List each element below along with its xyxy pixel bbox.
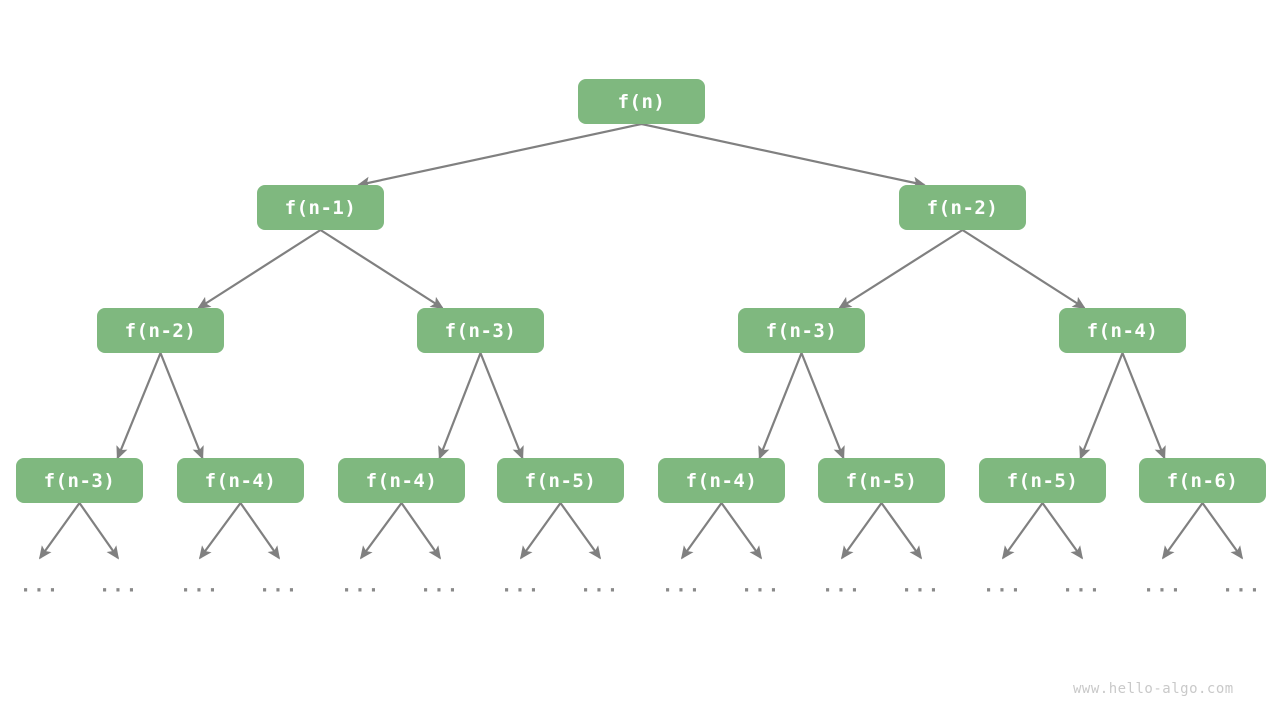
tree-node: f(n-4) — [177, 458, 304, 503]
tree-node: f(n-1) — [257, 185, 384, 230]
leaf-stub-edge — [239, 502, 281, 560]
tree-node: f(n-3) — [738, 308, 865, 353]
leaf-stub-edge — [680, 502, 723, 560]
tree-edge — [319, 229, 444, 309]
tree-node: f(n-5) — [497, 458, 624, 503]
ellipsis-marker: ... — [740, 574, 782, 597]
tree-edge — [1121, 352, 1166, 460]
ellipsis-marker: ... — [500, 574, 542, 597]
leaf-stub-edge — [559, 502, 602, 560]
tree-node: f(n-5) — [979, 458, 1106, 503]
tree-node: f(n-2) — [97, 308, 224, 353]
ellipsis-marker: ... — [661, 574, 703, 597]
tree-edge — [438, 352, 482, 460]
tree-node: f(n-3) — [16, 458, 143, 503]
leaf-stub-edge — [400, 502, 442, 560]
ellipsis-marker: ... — [821, 574, 863, 597]
ellipsis-marker: ... — [982, 574, 1024, 597]
leaf-stub-edge — [720, 502, 763, 560]
tree-edge — [197, 229, 322, 309]
tree-node: f(n-4) — [338, 458, 465, 503]
ellipsis-marker: ... — [579, 574, 621, 597]
leaf-stub-edge — [198, 502, 242, 560]
leaf-stub-edge — [359, 502, 403, 560]
ellipsis-marker: ... — [258, 574, 300, 597]
tree-node: f(n-2) — [899, 185, 1026, 230]
tree-edge — [116, 352, 162, 460]
tree-node: f(n-5) — [818, 458, 945, 503]
tree-edge — [961, 229, 1086, 309]
ellipsis-marker: ... — [19, 574, 61, 597]
tree-edge — [1079, 352, 1124, 460]
tree-edge — [838, 229, 964, 309]
watermark: www.hello-algo.com — [1073, 681, 1234, 697]
leaf-stub-edge — [1001, 502, 1044, 560]
tree-node: f(n) — [578, 79, 705, 124]
ellipsis-marker: ... — [1061, 574, 1103, 597]
tree-edges — [116, 122, 1166, 460]
leaf-stub-edge — [880, 502, 923, 560]
tree-edge — [641, 122, 927, 189]
leaf-stub-edges — [38, 502, 1244, 560]
tree-edge — [758, 352, 803, 460]
tree-edge — [159, 352, 204, 460]
tree-node: f(n-3) — [417, 308, 544, 353]
ellipsis-marker: ... — [340, 574, 382, 597]
ellipsis-marker: ... — [1142, 574, 1184, 597]
ellipsis-marker: ... — [900, 574, 942, 597]
leaf-stub-edge — [519, 502, 562, 560]
ellipsis-marker: ... — [98, 574, 140, 597]
tree-node: f(n-4) — [1059, 308, 1186, 353]
leaf-stub-edge — [38, 502, 81, 560]
ellipsis-marker: ... — [419, 574, 461, 597]
tree-edge — [356, 122, 642, 189]
ellipsis-marker: ... — [1221, 574, 1263, 597]
tree-node: f(n-6) — [1139, 458, 1266, 503]
leaf-stub-edge — [1161, 502, 1204, 560]
leaf-stub-edge — [840, 502, 883, 560]
tree-edge — [479, 352, 524, 460]
tree-node: f(n-4) — [658, 458, 785, 503]
tree-edge — [800, 352, 845, 460]
ellipsis-marker: ... — [179, 574, 221, 597]
leaf-stub-edge — [1201, 502, 1244, 560]
leaf-stub-edge — [78, 502, 120, 560]
leaf-stub-edge — [1041, 502, 1084, 560]
